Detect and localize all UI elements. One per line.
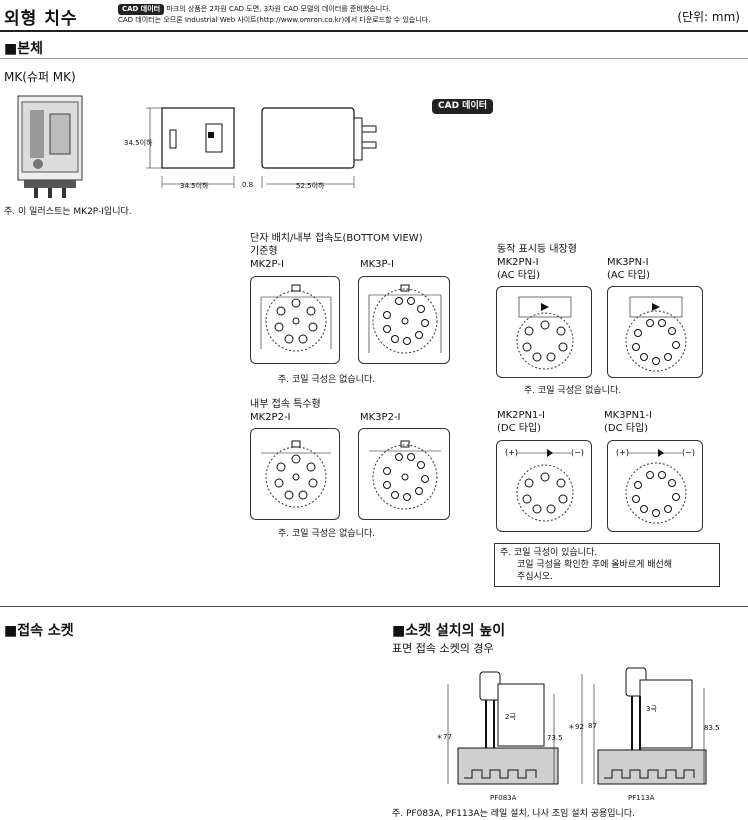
label-mk2pn: MK2PN-I (AC 타입) bbox=[497, 256, 540, 282]
special-type-label: 내부 접속 특수형 bbox=[250, 399, 321, 410]
label-mk2pn1: MK2PN1-I (DC 타입) bbox=[497, 409, 545, 435]
model-label: MK(슈퍼 MK) bbox=[4, 70, 76, 84]
socket-rule bbox=[0, 606, 748, 607]
dimension-drawing bbox=[146, 107, 377, 188]
left-body-dim: 73.5 bbox=[547, 734, 563, 742]
notice-line-2: CAD 데이터는 오므론 Industrial Web 사이트(http://w… bbox=[118, 16, 431, 24]
diagram-mk3pn1: (+) (−) bbox=[607, 440, 703, 532]
section-divider bbox=[0, 58, 748, 59]
socket-subtitle: 표면 접속 소켓의 경우 bbox=[392, 642, 494, 655]
terminal-heading: 단자 배치/내부 접속도(BOTTOM VIEW) 기준형 bbox=[250, 232, 423, 258]
label-mk3pn1-model: MK3PN1-I bbox=[604, 410, 652, 421]
label-mk3pn: MK3PN-I (AC 타입) bbox=[607, 256, 650, 282]
diagram-mk2p bbox=[250, 276, 340, 364]
diagram-mk2p2 bbox=[250, 428, 340, 520]
polarity-note-3: 주십시오. bbox=[517, 572, 553, 582]
terminal-heading-text: 단자 배치/내부 접속도(BOTTOM VIEW) bbox=[250, 233, 423, 244]
section-title-socket: ■접속 소켓 bbox=[4, 623, 74, 639]
dim-width: 34.5이하 bbox=[180, 182, 209, 190]
right-mid-dim: 87 bbox=[588, 722, 597, 730]
label-mk3pn1: MK3PN1-I (DC 타입) bbox=[604, 409, 652, 435]
dim-height: 34.5이하 bbox=[124, 139, 153, 147]
diagram-mk3p bbox=[358, 276, 450, 364]
indicator-type-label: 동작 표시등 내장형 bbox=[497, 244, 577, 255]
svg-text:(+): (+) bbox=[616, 448, 629, 457]
right-pole-label: 3극 bbox=[646, 705, 657, 713]
label-mk3pn1-type: (DC 타입) bbox=[604, 423, 649, 434]
illustration-note: 주. 이 일러스트는 MK2P-I입니다. bbox=[4, 207, 132, 217]
diagram-mk2pn bbox=[496, 286, 592, 378]
polarity-note-2: 코일 극성을 확인한 후에 올바르게 배선해 bbox=[517, 560, 673, 570]
svg-text:(+): (+) bbox=[505, 448, 518, 457]
diagram-mk2pn1: (+) (−) bbox=[496, 440, 592, 532]
note-no-polarity-1: 주. 코일 극성은 없습니다. bbox=[278, 375, 376, 385]
note-no-polarity-2: 주. 코일 극성은 없습니다. bbox=[278, 529, 376, 539]
note-no-polarity-3: 주. 코일 극성은 없습니다. bbox=[524, 386, 622, 396]
relay-illustration bbox=[17, 95, 83, 198]
label-mk3p: MK3P-I bbox=[360, 259, 394, 270]
cad-data-badge[interactable]: CAD 데이터 bbox=[432, 99, 494, 114]
label-mk3pn-model: MK3PN-I bbox=[607, 257, 649, 268]
header-rule bbox=[0, 30, 748, 32]
left-pole-label: 2극 bbox=[505, 713, 516, 721]
label-mk2pn-type: (AC 타입) bbox=[497, 270, 541, 281]
label-mk2pn-model: MK2PN-I bbox=[497, 257, 539, 268]
right-body-dim: 83.5 bbox=[704, 724, 720, 732]
left-model: PF083A bbox=[490, 794, 517, 802]
svg-text:(−): (−) bbox=[682, 448, 695, 457]
polarity-note-box: 주. 코일 극성이 있습니다. 코일 극성을 확인한 후에 올바르게 배선해 주… bbox=[494, 543, 720, 587]
socket-drawing bbox=[447, 667, 707, 785]
notice-line-1: 마크의 상품은 2차원 CAD 도면, 3차원 CAD 모델의 데이터를 준비했… bbox=[166, 5, 391, 13]
cad-notice: CAD 데이터 마크의 상품은 2차원 CAD 도면, 3차원 CAD 모델의 … bbox=[118, 4, 430, 25]
standard-type-label: 기준형 bbox=[250, 246, 278, 257]
right-model: PF113A bbox=[628, 794, 655, 802]
polarity-note-1: 주. 코일 극성이 있습니다. bbox=[500, 548, 598, 558]
diagram-mk3p2 bbox=[358, 428, 450, 520]
diagram-mk3pn bbox=[607, 286, 703, 378]
dim-gap: 0.8 bbox=[242, 181, 254, 189]
dim-length: 52.5이하 bbox=[296, 182, 325, 190]
label-mk2p: MK2P-I bbox=[250, 259, 284, 270]
label-mk2pn1-model: MK2PN1-I bbox=[497, 410, 545, 421]
label-mk3p2: MK3P2-I bbox=[360, 412, 401, 423]
label-mk3pn-type: (AC 타입) bbox=[607, 270, 651, 281]
label-mk2pn1-type: (DC 타입) bbox=[497, 423, 542, 434]
label-mk2p2: MK2P2-I bbox=[250, 412, 291, 423]
unit-label: (단위: mm) bbox=[677, 10, 740, 24]
cad-badge: CAD 데이터 bbox=[118, 4, 165, 15]
left-total-dim: ＊77 bbox=[436, 733, 452, 741]
section-title-height: ■소켓 설치의 높이 bbox=[392, 623, 506, 639]
page-title: 외형 치수 bbox=[4, 9, 78, 29]
right-total-dim: ＊92 bbox=[568, 723, 584, 731]
socket-note: 주. PF083A, PF113A는 레일 설치, 나사 조임 설치 공용입니다… bbox=[392, 809, 635, 819]
section-title-body: ■본체 bbox=[4, 41, 43, 57]
svg-text:(−): (−) bbox=[571, 448, 584, 457]
